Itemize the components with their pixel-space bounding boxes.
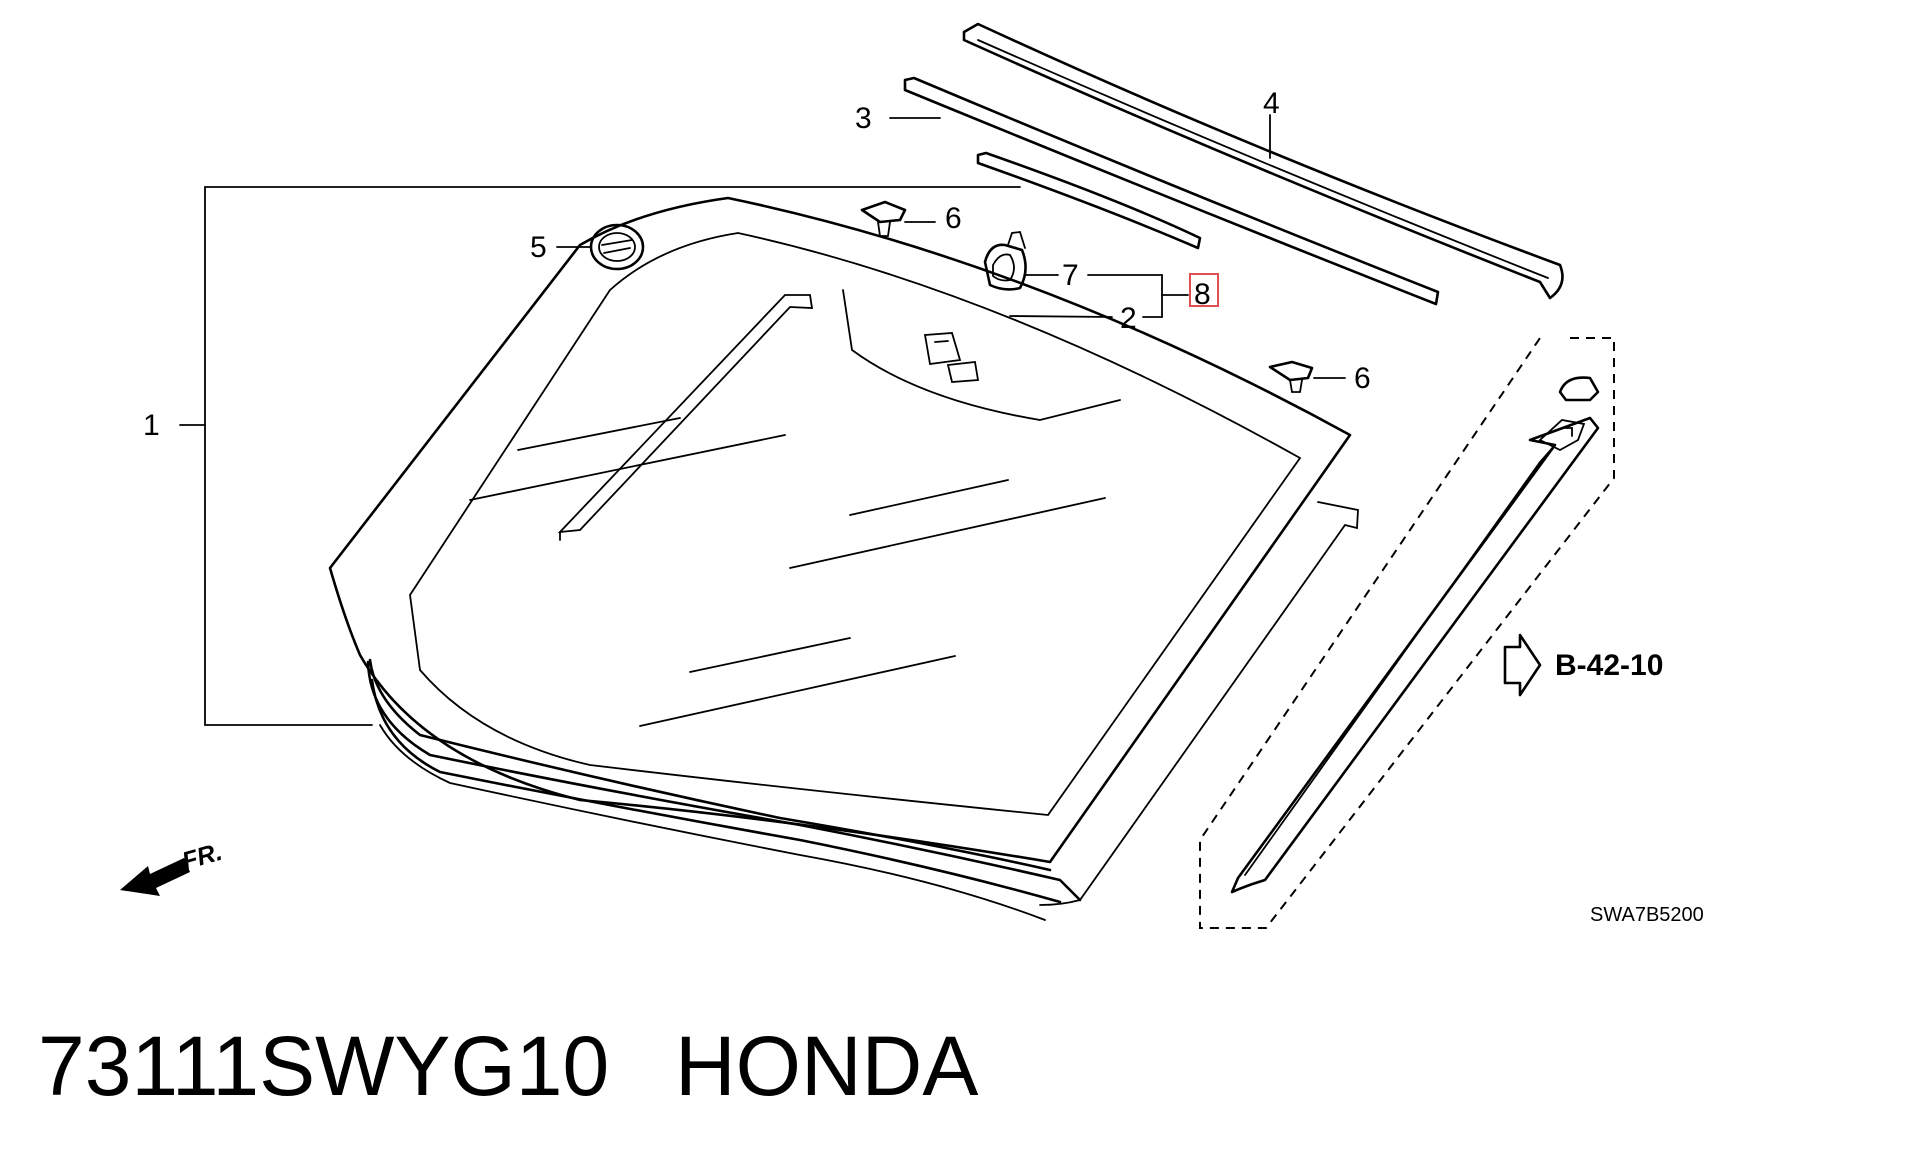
trim-part-4 xyxy=(962,22,1564,300)
reference-arrow: B-42-10 xyxy=(1503,633,1663,697)
reference-arrow-label: B-42-10 xyxy=(1555,649,1663,682)
sensor-cover-part-7 xyxy=(983,231,1059,291)
emblem-part-5 xyxy=(556,223,645,271)
clip-part-6-lower xyxy=(1268,360,1346,393)
clip-part-6-upper xyxy=(860,200,936,237)
callout-8: 8 xyxy=(1194,278,1211,311)
callout-1-leader xyxy=(179,186,1021,726)
windshield-glass xyxy=(328,196,1359,921)
callout-6-upper: 6 xyxy=(945,202,962,235)
brand-name: HONDA xyxy=(675,1019,978,1113)
callout-2: 2 xyxy=(1120,302,1137,335)
callout-8-bracket xyxy=(1009,273,1219,318)
front-direction-arrow: FR. xyxy=(120,838,225,896)
callout-4: 4 xyxy=(1263,87,1280,120)
callout-6-lower: 6 xyxy=(1354,362,1371,395)
diagram-code: SWA7B5200 xyxy=(1590,904,1704,926)
molding-part-3 xyxy=(889,76,1440,306)
pillar-garnish-group xyxy=(1199,337,1615,929)
callout-7: 7 xyxy=(1062,259,1079,292)
callout-1: 1 xyxy=(143,409,160,442)
molding-part-2 xyxy=(976,151,1202,250)
part-number: 73111SWYG10 xyxy=(38,1019,609,1113)
front-direction-label: FR. xyxy=(179,838,225,876)
callout-3: 3 xyxy=(855,102,872,135)
callout-5: 5 xyxy=(530,231,547,264)
